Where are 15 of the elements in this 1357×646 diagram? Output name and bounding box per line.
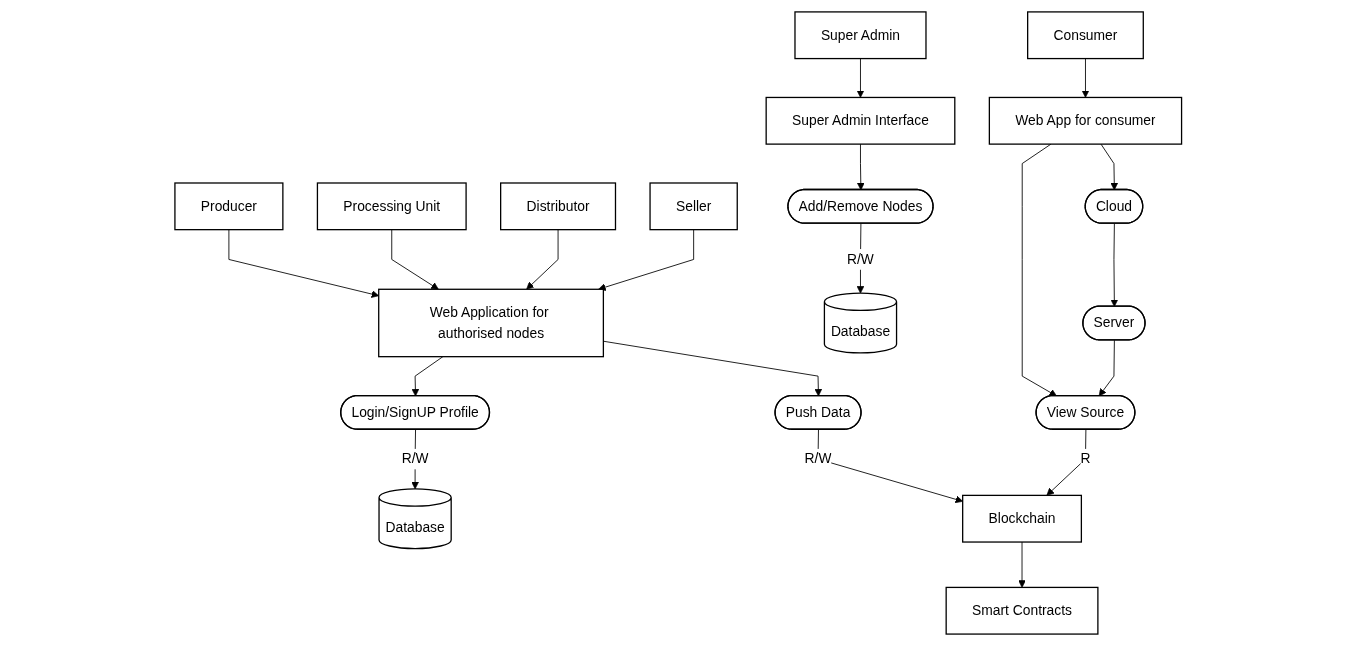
node-box: Seller xyxy=(649,182,739,231)
node-box: Blockchain xyxy=(962,494,1083,543)
edge-label: R xyxy=(1080,451,1091,466)
node-box: Processing Unit xyxy=(317,182,467,231)
node-box: Super Admin xyxy=(794,11,927,60)
edge-label: R/W xyxy=(804,451,832,466)
node-box: Web Application for authorised nodes xyxy=(378,288,605,358)
node-box: Smart Contracts xyxy=(945,586,1099,635)
node-box: Web App for consumer xyxy=(988,96,1183,145)
node-box: Producer xyxy=(174,182,284,231)
node-box: Super Admin Interface xyxy=(765,96,956,145)
edge-label: R/W xyxy=(401,451,429,466)
edge-label: R/W xyxy=(847,251,875,267)
node-box: Distributor xyxy=(500,182,617,231)
node-box: Consumer xyxy=(1027,11,1145,60)
